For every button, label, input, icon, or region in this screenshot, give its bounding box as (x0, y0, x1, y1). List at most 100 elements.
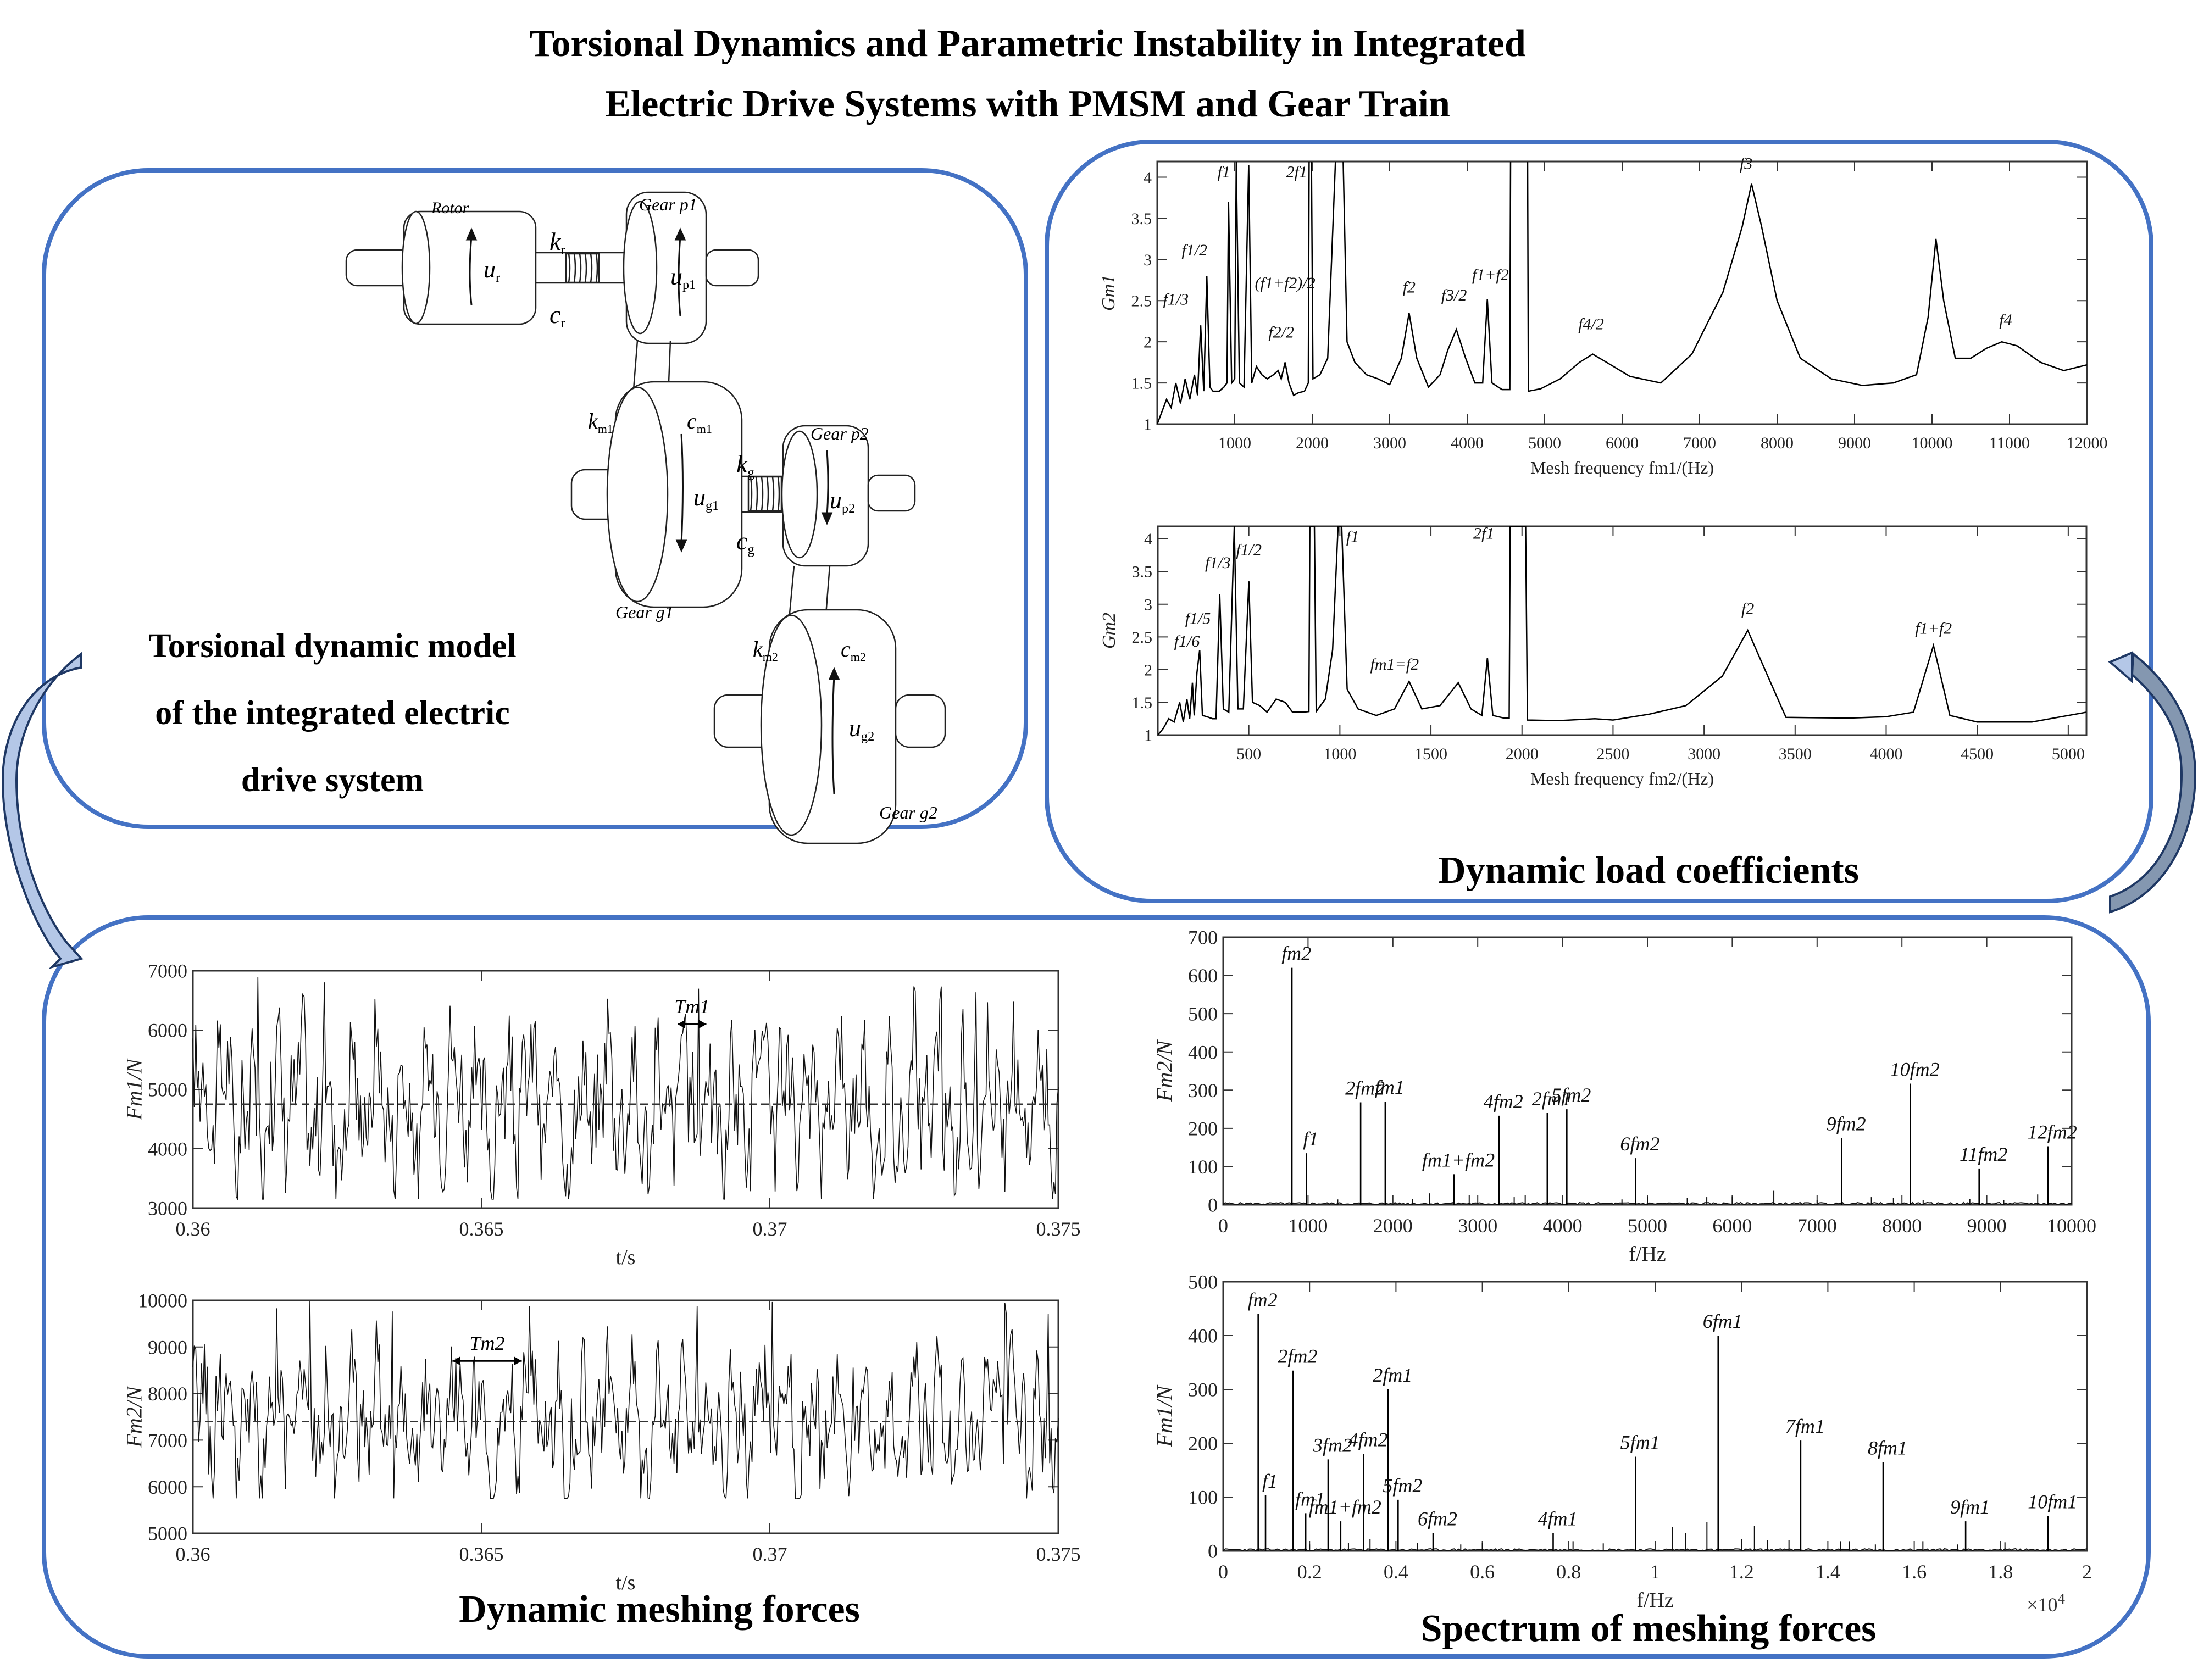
x-tick-label: 3500 (1779, 745, 1812, 763)
symbol-k-g: kg (736, 450, 754, 480)
y-tick-label: 1.5 (1132, 694, 1153, 712)
caption-meshing-forces: Dynamic meshing forces (459, 1588, 860, 1631)
x-tick-label: 1 (1650, 1561, 1660, 1583)
y-tick-label: 600 (1188, 965, 1218, 987)
peak-annotation: f2 (1741, 600, 1754, 618)
x-tick-label: 0.37 (753, 1218, 787, 1240)
x-tick-label: 7000 (1797, 1215, 1837, 1237)
peak-label: fm1+fm2 (1309, 1496, 1381, 1518)
peak-annotation: f1/2 (1236, 541, 1262, 559)
peak-annotation: (f1+f2)/2 (1255, 274, 1316, 292)
x-tick-label: 10000 (1912, 434, 1953, 452)
gear-p1-face (623, 201, 658, 335)
x-tick-label: 11000 (1989, 434, 2030, 452)
peak-label: 4fm2 (1484, 1091, 1523, 1112)
label-gear-p1: Gear p1 (639, 194, 697, 214)
x-tick-label: 10000 (2047, 1215, 2096, 1237)
peak-label: 9fm2 (1827, 1112, 1866, 1134)
title-line-1: Torsional Dynamics and Parametric Instab… (529, 23, 1526, 65)
y-tick-label: 200 (1188, 1433, 1218, 1455)
peak-annotation: f1+f2 (1915, 619, 1952, 637)
symbol-k-m1: km1 (588, 409, 613, 436)
x-tick-label: 4000 (1869, 745, 1902, 763)
peak-label: fm1 (1375, 1076, 1405, 1098)
peak-annotation: f3 (1740, 154, 1752, 173)
x-axis-label: t/s (616, 1246, 636, 1269)
y-axis-label: Fm2/N (1152, 1039, 1176, 1102)
axes-frame (192, 1299, 1059, 1534)
x-tick-label: 0.36 (176, 1543, 210, 1565)
y-tick-label: 10000 (138, 1290, 187, 1312)
peak-annotation: f1/5 (1185, 609, 1211, 627)
y-tick-label: 9000 (148, 1336, 187, 1358)
peak-annotation: f3/2 (1441, 286, 1467, 304)
peak-label: 2fm1 (1373, 1364, 1412, 1386)
signal-line (192, 977, 1059, 1201)
peak-label: fm1+fm2 (1422, 1149, 1495, 1171)
peak-annotation: f1/6 (1174, 632, 1200, 650)
x-tick-label: 0.365 (459, 1218, 504, 1240)
y-tick-label: 0 (1208, 1194, 1218, 1216)
peak-label: 7fm1 (1785, 1415, 1825, 1437)
label-gear-g2: Gear g2 (879, 803, 937, 822)
y-axis-label: Fm1/N (1152, 1384, 1176, 1447)
x-tick-label: 0.375 (1036, 1218, 1081, 1240)
y-tick-label: 500 (1188, 1003, 1218, 1025)
y-tick-label: 0 (1208, 1540, 1218, 1562)
y-tick-label: 5000 (148, 1523, 187, 1545)
x-tick-label: 2000 (1506, 745, 1539, 763)
y-tick-label: 6000 (148, 1476, 187, 1498)
gear-g2-face (760, 614, 823, 836)
x-tick-label: 8000 (1882, 1215, 1922, 1237)
gear-g1-face (606, 386, 669, 603)
y-tick-label: 2.5 (1132, 628, 1153, 647)
spring-kg-icon (747, 476, 782, 512)
x-axis-label: Mesh frequency fm1/(Hz) (1530, 458, 1714, 477)
x-tick-label: 5000 (2052, 745, 2085, 763)
peak-label: fm2 (1281, 943, 1311, 965)
x-tick-label: 1.8 (1988, 1561, 2013, 1583)
y-tick-label: 400 (1188, 1041, 1218, 1063)
peak-annotation: f1/2 (1181, 241, 1207, 259)
x-axis-label: f/Hz (1636, 1589, 1674, 1612)
peak-label: 6fm2 (1620, 1133, 1659, 1155)
data-line (1157, 162, 2087, 424)
y-tick-label: 300 (1188, 1080, 1218, 1102)
y-tick-label: 5000 (148, 1079, 187, 1101)
peak-label: 12fm2 (2028, 1121, 2077, 1143)
panel-load-border (1045, 140, 2153, 903)
peak-label: 2fm2 (1278, 1345, 1317, 1367)
x-tick-label: 5000 (1628, 1215, 1667, 1237)
peak-label: 10fm2 (1890, 1058, 1940, 1080)
x-tick-label: 500 (1236, 745, 1261, 763)
arrow-model-to-forces-icon (1, 652, 84, 970)
x-tick-label: 3000 (1458, 1215, 1497, 1237)
peak-label: 5fm2 (1551, 1084, 1591, 1106)
x-tick-label: 1.4 (1816, 1561, 1840, 1583)
y-tick-label: 3 (1144, 251, 1152, 269)
peak-annotation: f4 (1999, 311, 2012, 329)
label-gear-g1: Gear g1 (615, 602, 674, 622)
gear-p1-shaft-right (705, 249, 759, 287)
peak-annotation: f2 (1403, 278, 1416, 296)
peak-label: 2fm1 (1532, 1088, 1572, 1110)
label-gear-p2: Gear p2 (811, 424, 869, 443)
peak-annotation: fm1=f2 (1370, 655, 1419, 674)
x-tick-label: 0.36 (176, 1218, 210, 1240)
y-tick-label: 7000 (148, 960, 187, 982)
y-tick-label: 100 (1188, 1156, 1218, 1178)
y-axis-label: Fm2/N (121, 1385, 146, 1448)
caption-spectrum: Spectrum of meshing forces (1420, 1607, 1877, 1650)
x-tick-label: 8000 (1761, 434, 1794, 452)
peak-label: 8fm1 (1868, 1437, 1907, 1459)
x-tick-label: 2 (2082, 1561, 2092, 1583)
caption-model: Torsional dynamic model of the integrate… (99, 613, 566, 814)
peak-annotation: f1/3 (1163, 291, 1189, 309)
y-tick-label: 2.5 (1131, 292, 1152, 310)
panel-forces-spectrum-border (42, 915, 2151, 1659)
axes-frame (1157, 525, 2088, 736)
x-tick-label: 6000 (1606, 434, 1639, 452)
spring-kr-icon (565, 253, 600, 283)
